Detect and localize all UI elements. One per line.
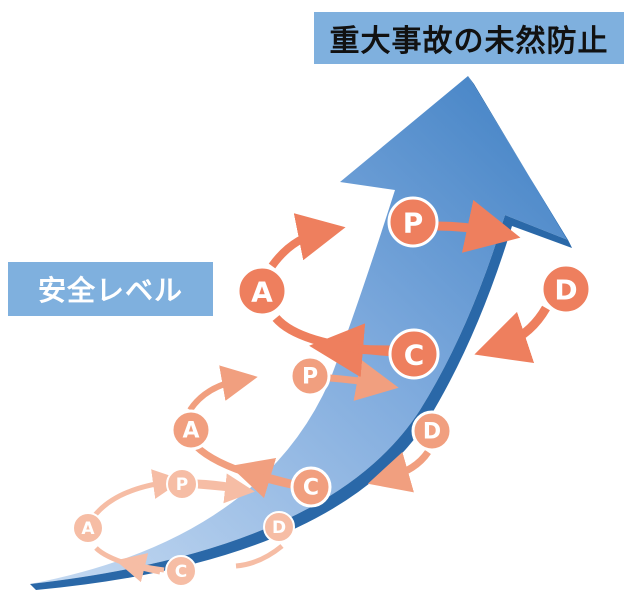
svg-text:C: C	[175, 562, 187, 582]
svg-text:A: A	[251, 276, 273, 309]
svg-text:C: C	[303, 476, 319, 501]
node-medium-a: A	[170, 409, 212, 451]
cycle-small-nodes: P D C A	[72, 468, 295, 587]
svg-text:D: D	[423, 420, 441, 445]
safety-arrow	[30, 76, 572, 590]
cycle-large-nodes: P D C A	[236, 196, 592, 380]
svg-text:D: D	[272, 518, 286, 538]
goal-title-label: 重大事故の未然防止	[314, 12, 624, 64]
node-small-d: D	[263, 511, 295, 543]
svg-text:P: P	[403, 207, 424, 240]
cycle-medium-front	[193, 359, 431, 499]
node-medium-p: P	[289, 355, 331, 397]
node-medium-c: C	[290, 466, 332, 508]
node-large-p: P	[387, 196, 439, 248]
cycle-small-front	[94, 473, 284, 583]
cycle-large-front	[272, 199, 550, 378]
node-large-a: A	[236, 265, 288, 317]
svg-text:A: A	[182, 419, 199, 444]
safety-level-label: 安全レベル	[8, 262, 213, 316]
svg-text:A: A	[81, 519, 95, 539]
node-large-d: D	[540, 263, 592, 315]
svg-text:D: D	[554, 274, 577, 307]
svg-text:C: C	[404, 339, 425, 372]
node-large-c: C	[388, 328, 440, 380]
svg-text:P: P	[176, 475, 188, 495]
node-small-c: C	[165, 555, 197, 587]
node-medium-d: D	[411, 410, 453, 452]
node-small-a: A	[72, 512, 104, 544]
svg-text:P: P	[302, 365, 318, 390]
cycle-medium-nodes: P D C A	[170, 355, 453, 508]
node-small-p: P	[166, 468, 198, 500]
